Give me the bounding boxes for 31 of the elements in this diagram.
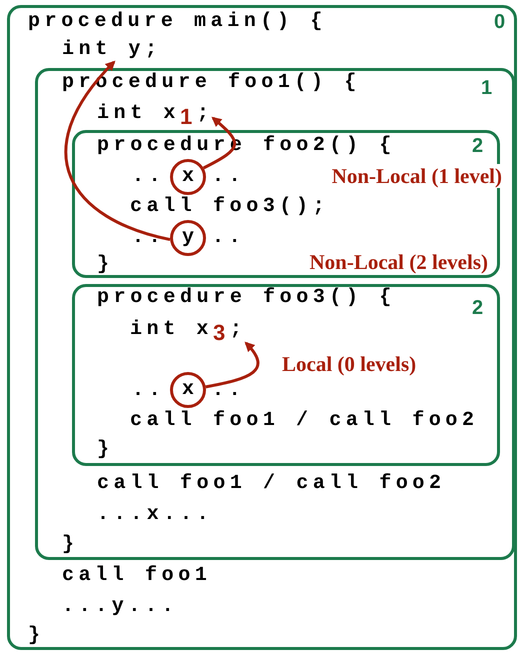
- code-line: ..: [212, 226, 246, 250]
- code-line: call foo1 / call foo2: [130, 409, 479, 433]
- edge-label: Non-Local (1 level): [332, 164, 502, 188]
- code-line: ...x...: [97, 503, 214, 527]
- nesting-level: 2: [472, 296, 484, 320]
- code-line: }: [28, 624, 45, 648]
- nesting-level: 0: [494, 10, 506, 34]
- circled-variable: x: [170, 372, 206, 408]
- code-line: procedure foo3() {: [97, 286, 396, 310]
- nesting-level: 2: [472, 134, 484, 158]
- scope-box: [35, 68, 515, 560]
- nesting-level: 1: [481, 76, 492, 100]
- code-line: }: [62, 533, 79, 557]
- code-line: procedure main() {: [28, 10, 327, 34]
- circled-variable: x: [170, 159, 206, 195]
- circled-variable: y: [170, 220, 206, 256]
- code-line: }: [97, 438, 114, 462]
- code-line: }: [97, 253, 114, 277]
- code-line: ..: [212, 379, 246, 403]
- code-line: ..: [212, 165, 246, 189]
- code-line: ..: [132, 226, 166, 250]
- scope-box: [72, 284, 500, 466]
- code-line: ...y...: [62, 595, 178, 619]
- code-line: ..: [132, 379, 166, 403]
- code-line: ..: [132, 165, 166, 189]
- code-line: call foo1: [62, 564, 212, 588]
- reference-arrow: [205, 342, 260, 388]
- scope-box: [7, 5, 517, 650]
- code-line: call foo1 / call foo2: [97, 472, 446, 496]
- variable-declaration: int y;: [60, 38, 172, 62]
- code-line: call foo3();: [130, 195, 330, 219]
